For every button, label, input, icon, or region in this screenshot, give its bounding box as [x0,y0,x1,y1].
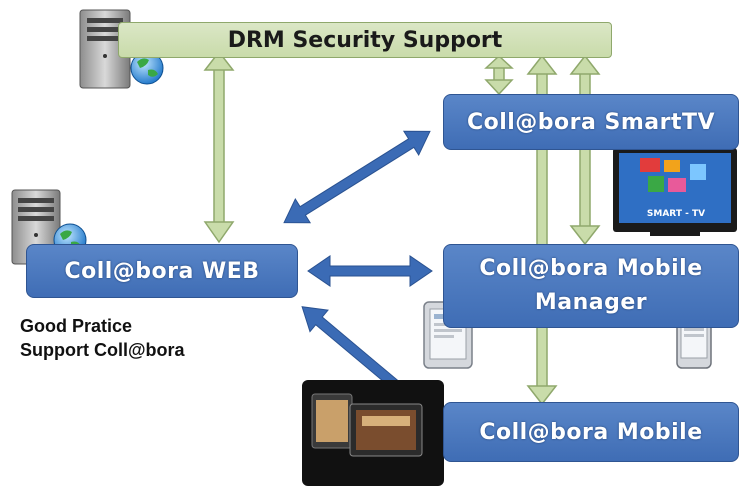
collabora-mobile-box: Coll@bora Mobile [443,402,739,462]
drm-smarttv-link-arrow [484,54,514,96]
smarttv-box-label: Coll@bora SmartTV [466,109,716,135]
web-manager-link-arrow [307,255,433,287]
manager-box-label-line2: Manager [534,290,648,315]
drm-manager-link-arrow [569,54,601,246]
good-practice-note: Good Pratice Support Coll@bora [20,314,185,362]
mobile-box-label: Coll@bora Mobile [479,419,703,445]
web-box-label: Coll@bora WEB [64,258,260,284]
manager-box-label-line1: Coll@bora Mobile [479,256,703,281]
collabora-web-box: Coll@bora WEB [26,244,298,298]
note-line1: Good Pratice [20,316,133,336]
tv-screen-label: SMART - TV [647,209,705,219]
drm-security-support-bar: DRM Security Support [118,22,612,58]
collabora-mobile-manager-box: Coll@bora Mobile Manager [443,244,739,328]
server-icon [79,9,131,89]
collabora-smarttv-box: Coll@bora SmartTV [443,94,739,150]
tablets-photo [302,380,444,486]
drm-bar-label: DRM Security Support [227,27,503,53]
drm-web-link-arrow [203,50,235,244]
web-smarttv-link-arrow [283,130,431,224]
smart-tv-icon: SMART - TV [613,148,737,236]
note-line2: Support Coll@bora [20,340,185,360]
